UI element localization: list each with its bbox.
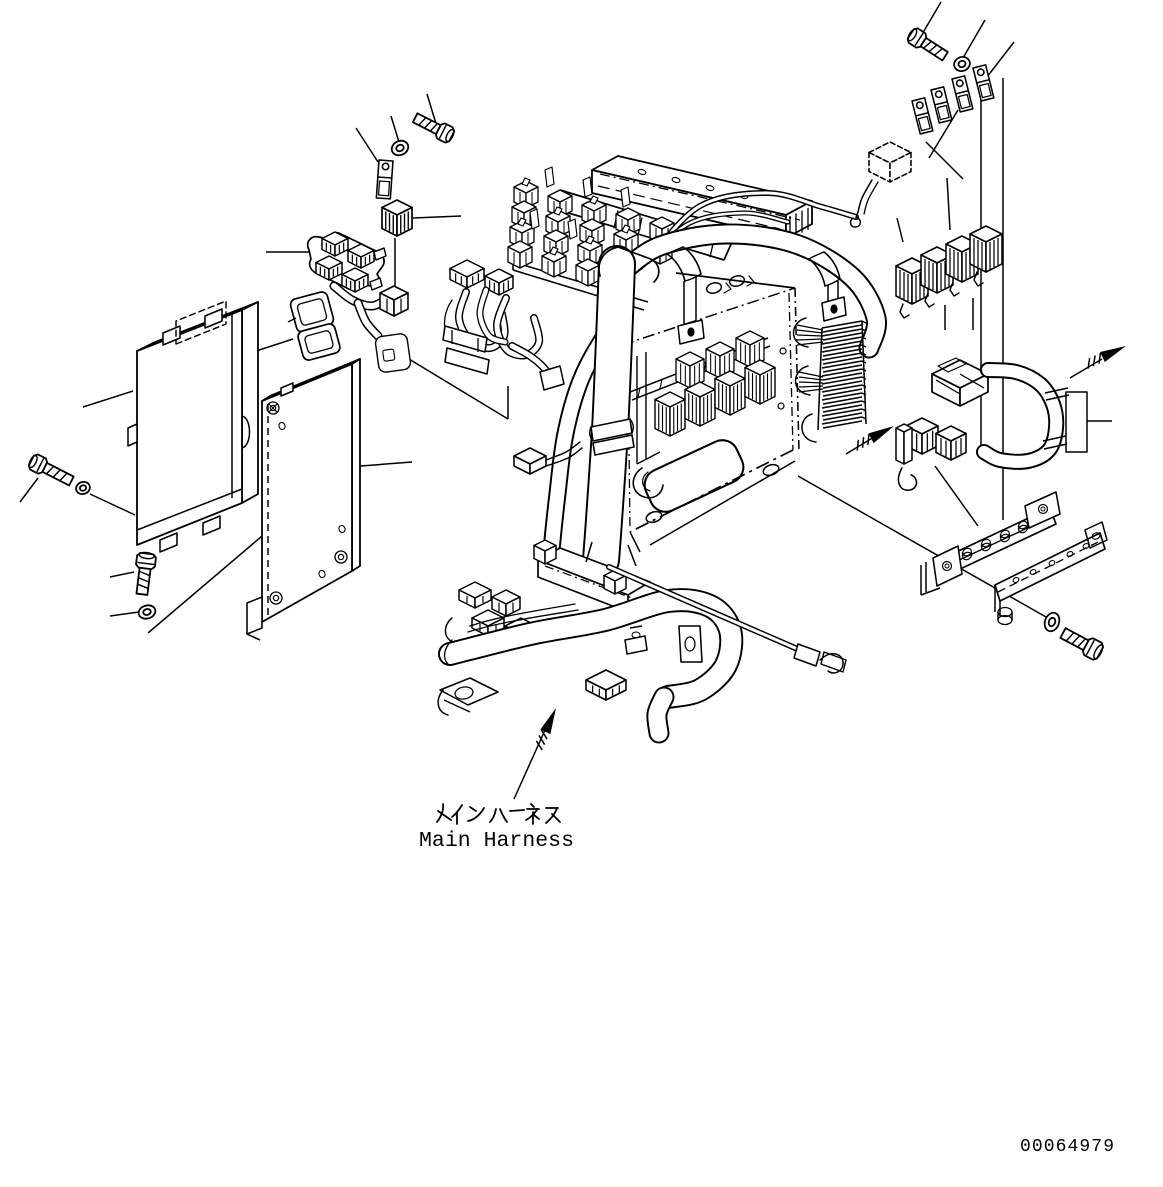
svg-text:Main Harness: Main Harness [419, 829, 574, 853]
svg-text:00064979: 00064979 [1020, 1137, 1114, 1157]
